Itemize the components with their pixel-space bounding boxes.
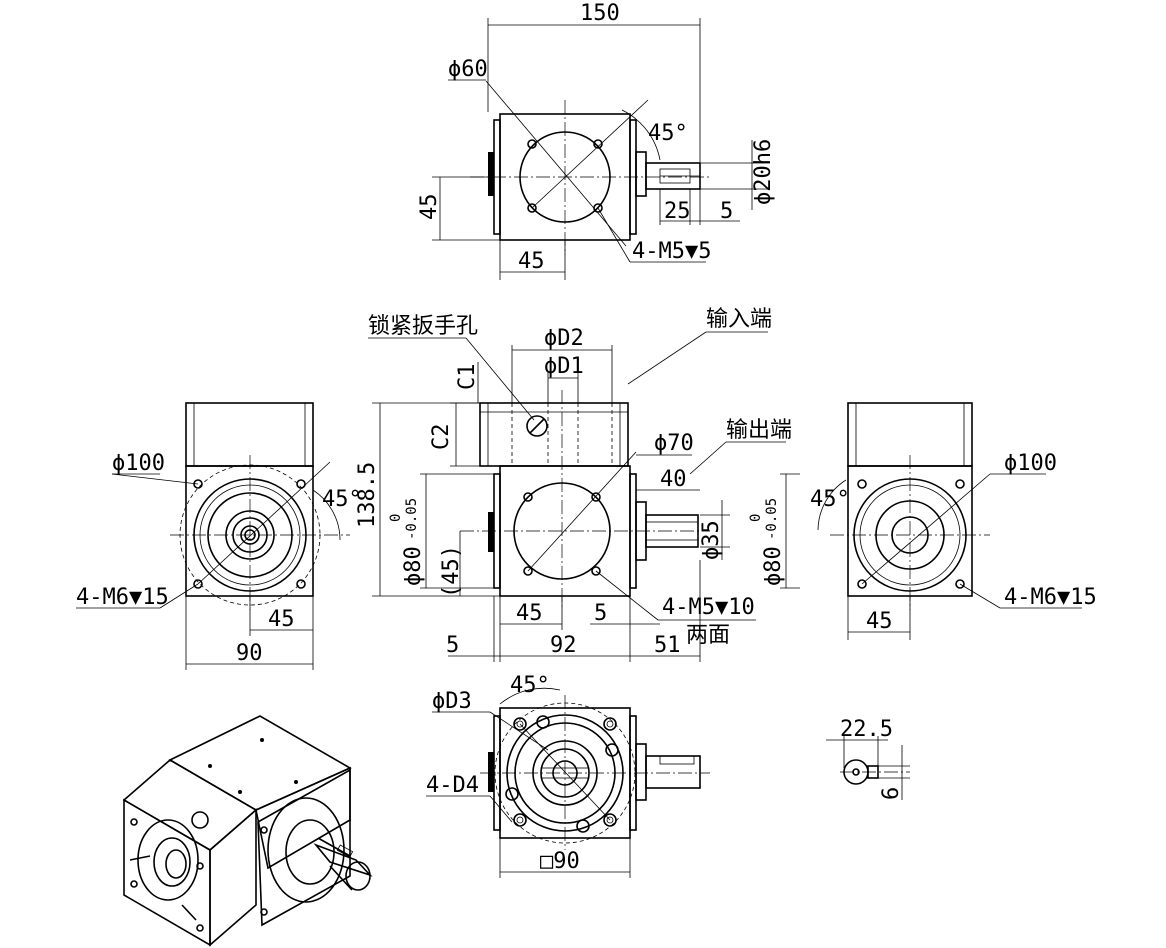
top-dim-25: 25 [664, 199, 691, 224]
front-c2: C2 [429, 424, 454, 451]
left-angle-45: 45° [322, 487, 362, 512]
right-view: ϕ100 45° ϕ80 0 -0.05 4-M6▼15 45 [748, 402, 1097, 640]
front-both-faces: 两面 [686, 623, 730, 648]
front-dim-45: 45 [516, 601, 543, 626]
front-dim-5b: 5 [594, 601, 607, 626]
right-tol-lower: -0.05 [764, 498, 780, 540]
front-tol-upper: 0 [388, 514, 404, 522]
front-c1: C1 [455, 364, 480, 391]
front-dim-5a: 5 [446, 633, 459, 658]
front-input-end: 输入端 [706, 307, 772, 332]
front-height: 138.5 [355, 462, 380, 528]
front-pilot-dia: ϕ80 [401, 546, 426, 586]
front-output-end: 输出端 [726, 418, 792, 443]
front-dim-40: 40 [660, 467, 687, 492]
key-dim-22-5: 22.5 [840, 717, 893, 742]
front-dim-45-paren: (45) [439, 545, 464, 598]
bottom-square-90: □90 [540, 849, 580, 874]
isometric-view [122, 715, 373, 947]
left-dim-90: 90 [236, 641, 263, 666]
left-dim-45: 45 [268, 607, 295, 632]
top-holes: 4-M5▼5 [632, 239, 711, 264]
right-pilot-dia: ϕ80 [761, 546, 786, 586]
front-shaft-35: ϕ35 [699, 520, 724, 560]
left-view: ϕ100 45° 4-M6▼15 45 90 [76, 402, 362, 670]
key-dim-6: 6 [879, 787, 904, 800]
top-dim-45-v: 45 [417, 194, 442, 221]
left-dia-100: ϕ100 [112, 451, 165, 476]
front-holes: 4-M5▼10 [662, 595, 755, 620]
bottom-view: ϕD3 45° 4-D4 □90 [426, 673, 710, 878]
bottom-angle-45: 45° [510, 673, 550, 698]
right-dim-45: 45 [866, 609, 893, 634]
right-angle-45: 45° [810, 487, 850, 512]
front-dim-92: 92 [550, 633, 577, 658]
bottom-d4: 4-D4 [426, 773, 479, 798]
top-dim-150: 150 [580, 1, 620, 26]
front-tol-lower: -0.05 [404, 498, 420, 540]
top-dia-60: ϕ60 [448, 57, 488, 82]
bottom-d3: ϕD3 [432, 689, 472, 714]
key-detail: 22.5 6 [826, 717, 910, 800]
top-dim-45-h: 45 [518, 249, 545, 274]
top-angle-45: 45° [648, 121, 688, 146]
top-shaft-dia: ϕ20h6 [751, 139, 776, 205]
front-dim-51: 51 [654, 633, 681, 658]
top-dim-5: 5 [720, 199, 733, 224]
front-d2: ϕD2 [544, 326, 584, 351]
front-dia-70: ϕ70 [654, 431, 694, 456]
right-holes: 4-M6▼15 [1004, 585, 1097, 610]
front-view: 锁紧扳手孔 输入端 ϕD2 ϕD1 C1 C2 138.5 ϕ80 0 -0. [355, 307, 792, 662]
front-wrench-hole: 锁紧扳手孔 [368, 314, 478, 339]
left-holes: 4-M6▼15 [76, 585, 169, 610]
top-view: 150 ϕ60 45° ϕ20h6 45 45 25 5 4-M5▼5 [417, 1, 776, 280]
right-tol-upper: 0 [748, 514, 764, 522]
right-dia-100: ϕ100 [1004, 451, 1057, 476]
front-d1: ϕD1 [544, 354, 584, 379]
